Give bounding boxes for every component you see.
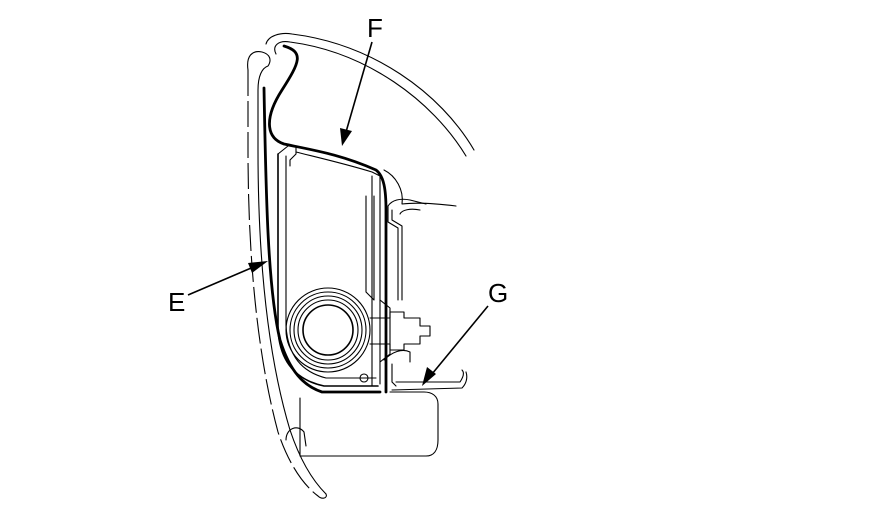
callout-e: E [168,261,268,317]
label-e: E [168,287,185,317]
mounting-bracket [383,169,468,391]
label-g: G [488,278,508,308]
outer-body-panel [247,51,327,499]
hood-panel [265,32,475,157]
seal-e [262,86,382,394]
label-f: F [367,13,383,43]
callout-f: F [340,13,383,146]
seal-f [268,44,388,394]
lower-bumper [299,391,439,457]
callout-g: G [422,278,508,386]
bulb-socket [285,287,431,373]
